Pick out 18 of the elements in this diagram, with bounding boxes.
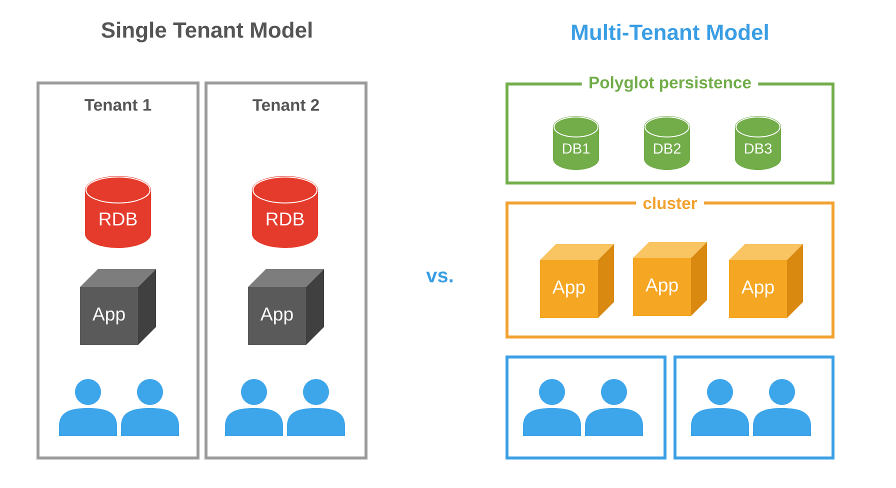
person-icon (753, 379, 811, 436)
panel-box (674, 356, 834, 460)
database-cylinder: RDB (85, 176, 151, 248)
person-icon (121, 379, 179, 436)
database-cylinder: DB2 (644, 116, 690, 170)
heading: Single Tenant Model (102, 22, 312, 42)
database-cylinder: DB1 (553, 116, 599, 170)
panel-box (506, 356, 666, 460)
person-icon (225, 379, 283, 436)
person-icon (691, 379, 749, 436)
person-icon (585, 379, 643, 436)
person-icon (59, 379, 117, 436)
database-cylinder: DB3 (735, 116, 781, 170)
heading: Multi-Tenant Model (572, 24, 768, 40)
person-icon (523, 379, 581, 436)
vs-label: vs. (426, 272, 453, 282)
database-cylinder: RDB (252, 176, 318, 248)
person-icon (287, 379, 345, 436)
